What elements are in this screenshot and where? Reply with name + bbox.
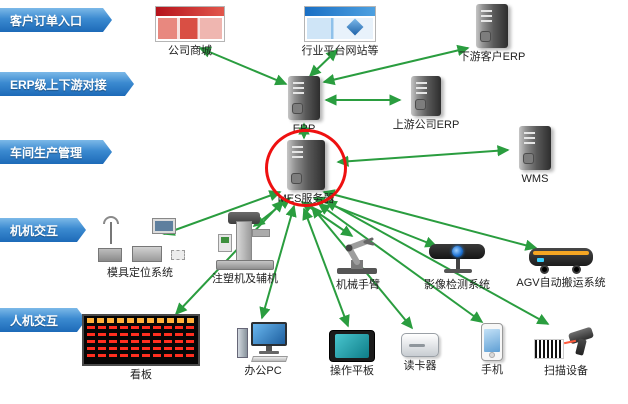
node-label: WMS <box>521 173 549 185</box>
robot-arm-icon <box>337 237 377 274</box>
pc-stand <box>266 346 272 351</box>
node-label: 手机 <box>481 364 503 376</box>
banner-human-interaction: 人机交互 <box>0 308 86 332</box>
node-operation-tablet: 操作平板 <box>316 330 388 377</box>
tablet-icon <box>329 330 375 362</box>
website-thumbnail-icon <box>155 6 225 42</box>
kanban-led-grid <box>87 326 195 361</box>
thumb-header <box>156 7 224 16</box>
agv-wheel <box>572 265 581 274</box>
camera-base <box>444 269 472 273</box>
card-reader-icon <box>401 333 439 357</box>
mold-positioning-icon <box>92 216 188 264</box>
node-office-pc: 办公PC <box>232 322 294 377</box>
agv-wheel <box>540 265 549 274</box>
banner-workshop-management: 车间生产管理 <box>0 140 112 164</box>
barcode-scanner-icon <box>534 326 598 362</box>
camera-lens <box>452 246 463 257</box>
pc-keyboard <box>251 356 288 362</box>
node-label: 操作平板 <box>330 365 374 377</box>
controller-box-icon <box>132 246 162 262</box>
rfid-tag-icon <box>171 250 185 260</box>
node-downstream-erp: 下游客户ERP <box>452 4 532 63</box>
node-upstream-erp: 上游公司ERP <box>386 76 466 131</box>
machine-base <box>216 260 274 270</box>
thumb-body <box>158 18 222 39</box>
node-label: 扫描设备 <box>544 365 588 377</box>
kanban-header-row <box>87 318 195 323</box>
node-label: 办公PC <box>244 365 282 377</box>
node-company-mall: 公司商城 <box>150 6 230 57</box>
node-label: 机械手臂 <box>336 279 380 291</box>
banner-label: 人机交互 <box>10 313 59 328</box>
server-icon <box>476 4 508 48</box>
node-scan-device: 扫描设备 <box>528 326 604 377</box>
website-thumbnail-icon <box>304 6 376 42</box>
vision-camera-icon <box>425 242 489 276</box>
camera-stand <box>456 259 460 269</box>
server-icon <box>288 76 320 120</box>
pc-base <box>259 351 279 354</box>
scanner-beam <box>563 339 577 345</box>
node-label: 看板 <box>130 369 152 381</box>
monitor-icon <box>152 218 176 234</box>
thumb-body <box>307 18 373 39</box>
node-label: AGV自动搬运系统 <box>516 277 606 289</box>
banner-machine-interaction: 机机交互 <box>0 218 86 242</box>
banner-erp-updown-link: ERP级上下游对接 <box>0 72 134 96</box>
agv-light <box>537 258 544 262</box>
node-wms: WMS <box>497 126 573 185</box>
node-label: 上游公司ERP <box>392 119 460 131</box>
node-label: ERP <box>292 123 316 135</box>
antenna-mast <box>110 222 112 244</box>
server-icon <box>287 140 325 190</box>
agv-vehicle-icon <box>528 242 594 274</box>
banner-customer-order-entry: 客户订单入口 <box>0 8 112 32</box>
node-card-reader: 读卡器 <box>390 333 450 372</box>
rfid-reader-icon <box>98 248 122 262</box>
node-label: 公司商城 <box>168 45 212 57</box>
node-industry-platform: 行业平台网站等 <box>296 6 384 57</box>
banner-label: 机机交互 <box>10 223 59 238</box>
node-mes-server: MES服务器 <box>266 140 346 205</box>
machine-arm <box>252 229 270 237</box>
thumb-header <box>305 7 375 16</box>
pc-monitor <box>251 322 287 346</box>
machine-column <box>236 221 252 261</box>
server-icon <box>519 126 551 170</box>
agv-stripe <box>533 251 589 255</box>
pc-tower <box>237 328 248 358</box>
banner-label: 客户订单入口 <box>10 13 83 28</box>
node-vision-inspection: 影像检测系统 <box>410 242 504 291</box>
node-mold-positioning: 模具定位系统 <box>92 216 188 279</box>
node-label: MES服务器 <box>277 193 335 205</box>
node-mobile-phone: 手机 <box>464 323 520 376</box>
node-kanban-board: 看板 <box>82 314 200 381</box>
node-erp: ERP <box>274 76 334 135</box>
server-icon <box>411 76 441 116</box>
node-robot-arm: 机械手臂 <box>322 234 394 291</box>
node-injection-machine: 注塑机及辅机 <box>202 212 288 285</box>
antenna-icon <box>103 216 119 224</box>
led-kanban-icon <box>82 314 200 366</box>
node-label: 下游客户ERP <box>458 51 526 63</box>
banner-label: 车间生产管理 <box>10 145 83 160</box>
node-agv-system: AGV自动搬运系统 <box>506 242 616 289</box>
node-label: 读卡器 <box>403 360 437 372</box>
banner-label: ERP级上下游对接 <box>10 77 107 92</box>
control-panel <box>218 234 232 252</box>
node-label: 模具定位系统 <box>107 267 173 279</box>
node-label: 影像检测系统 <box>424 279 490 291</box>
node-label: 行业平台网站等 <box>301 45 379 57</box>
node-label: 注塑机及辅机 <box>212 273 278 285</box>
smartphone-icon <box>481 323 503 361</box>
desktop-pc-icon <box>237 322 289 362</box>
injection-machine-icon <box>214 212 276 270</box>
barcode-icon <box>534 339 564 359</box>
